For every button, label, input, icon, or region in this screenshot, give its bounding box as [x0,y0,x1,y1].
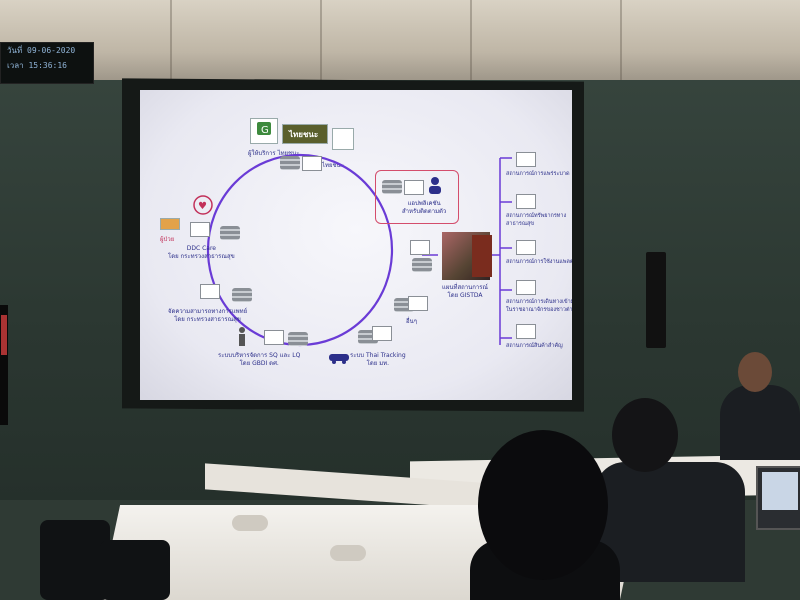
gistda-map-label: แผนที่สถานการณ์ โดย GISTDA [442,284,488,299]
clock-time: เวลา 15:36:16 [7,61,67,70]
document-icon [516,240,536,255]
top-right-caption: ไทยชนะ [322,162,344,169]
top-left-caption: ผู้ให้บริการ ไทยชนะ [248,150,300,157]
traveler-icon [239,327,245,346]
chair [40,520,110,600]
others-label: อื่นๆ [406,318,417,325]
projection-screen: G ไทยชนะ ผู้ให้บริการ ไทยชนะ ไทยชนะ แอปพ… [140,90,572,400]
document-icon [516,280,536,295]
logo-small-icon [332,128,354,150]
document-icon [408,296,428,311]
seated-person-body [595,462,745,582]
ceiling-slat [620,0,622,95]
database-icon [288,332,308,346]
seated-person-head [612,398,678,472]
database-icon [412,258,432,272]
ceiling-slat [320,0,322,95]
microphone-base [330,545,366,561]
document-icon [410,240,430,255]
document-icon [264,330,284,345]
ceiling-slat [470,0,472,95]
document-icon [200,284,220,299]
car-icon [329,354,349,364]
logo-thaichana: ไทยชนะ [282,124,328,144]
svg-text:G: G [261,125,269,136]
highlight-box-label: แอปพลิเคชัน สำหรับติดตามตัว [402,200,447,215]
person-icon [429,177,441,194]
laptop [756,466,800,530]
medical-capacity-label: จัดความสามารถทางการแพทย์ โดย กระทรวงสาธา… [168,308,248,323]
database-icon [220,226,240,240]
database-icon [232,288,252,302]
database-icon [280,156,300,170]
standing-person-head [738,352,772,392]
laptop-display [762,472,798,510]
microphone-base [232,515,268,531]
svg-text:♥: ♥ [198,201,207,212]
right-item-health-resources: สถานการณ์ทรัพยากรทาง สาธารณสุข [506,213,567,227]
digital-clock-display: วันที่ 09-06-2020 เวลา 15:36:16 [0,42,94,84]
sq-lq-system-label: ระบบบริหารจัดการ SQ และ LQ โดย GBDI ดศ. [218,352,301,367]
database-icon [382,180,402,194]
clock-date: วันที่ 09-06-2020 [7,46,76,55]
right-item-platform-usage: สถานการณ์การใช้งานแพลตฟอร์ม [506,259,572,265]
thaichana-logo-text: ไทยชนะ [289,130,319,139]
tracking-app-highlight-box [375,170,459,224]
foreground-person-head [478,430,608,580]
patient-label: ผู้ป่วย [160,236,175,243]
logo-g-icon: G [250,118,278,144]
g-badge-icon: G [257,122,271,136]
standing-person-body [720,385,800,460]
ddc-care-label: DDC Care โดย กระทรวงสาธารณสุข [168,245,235,260]
document-icon [516,324,536,339]
chair [100,540,170,600]
side-monitor [0,305,8,425]
thai-tracking-label: ระบบ Thai Tracking โดย มท. [350,352,406,367]
document-icon [190,222,210,237]
ceiling-slat [170,0,172,95]
right-item-key-goods: สถานการณ์สินค้าสำคัญ [506,343,563,349]
right-item-foreign-travel: สถานการณ์การเดินทางเข้ามา ในราชอาณาจักรข… [506,299,572,313]
right-item-spread: สถานการณ์การแพร่ระบาด [506,171,570,177]
document-icon [404,180,424,195]
wall-speaker [646,252,666,348]
document-icon [516,194,536,209]
document-icon [302,156,322,171]
document-icon [516,152,536,167]
heart-bubble-icon: ♥ [193,195,213,215]
map-panel [472,235,492,277]
document-icon [372,326,392,341]
patient-badge-icon [160,218,180,230]
